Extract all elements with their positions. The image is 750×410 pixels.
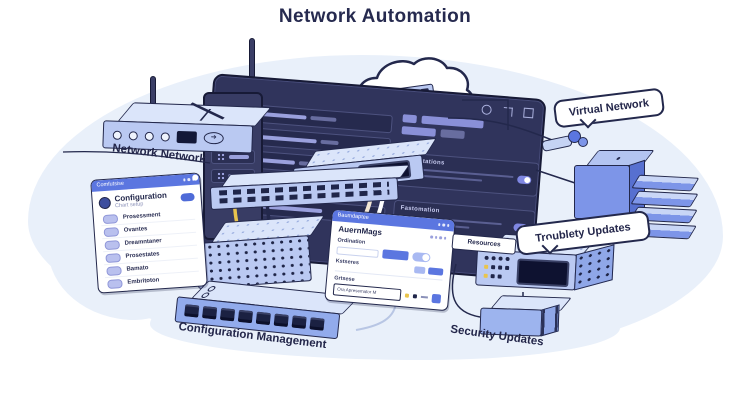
ethernet-port: [184, 304, 200, 318]
card-titlebar-text: Comfutsise: [96, 180, 125, 189]
modal-heading: AuernMags: [338, 224, 383, 238]
wire-security-curve: [451, 263, 481, 318]
status-dot-dark: [412, 294, 418, 299]
appliance-leds-2: [484, 264, 510, 271]
wire-cloud-panel: [462, 99, 509, 130]
wire-cloud-figure: [447, 117, 553, 141]
pill-icon: [105, 252, 121, 263]
wire-panel-tower: [535, 169, 579, 185]
config-item-label: Dreamntaner: [124, 238, 162, 247]
config-toggle[interactable]: [180, 192, 195, 202]
ethernet-port: [255, 311, 271, 326]
security-box-side: [540, 304, 560, 337]
ethernet-port: [309, 317, 325, 331]
modal-button-small[interactable]: [427, 267, 444, 276]
ethernet-port: [291, 315, 307, 329]
titlebar-dots-icon: [437, 223, 450, 227]
page-title: Network Automation: [278, 6, 472, 27]
robot-figure: [541, 128, 590, 152]
slab: [631, 174, 700, 192]
config-item-label: Bamato: [126, 265, 149, 273]
configurations-card: Comfutsise Configuration Chart setup Pro…: [90, 172, 208, 294]
modal-dots-icon: [430, 235, 447, 240]
ethernet-port: [237, 309, 254, 324]
ethernet-port: [202, 306, 218, 320]
ethernet-port: [273, 313, 289, 327]
modal-toggle[interactable]: [412, 251, 431, 263]
appliance-leds-3: [483, 273, 502, 279]
server-cube-front: [574, 165, 630, 219]
pill-icon: [104, 239, 121, 250]
pill-icon: [103, 226, 120, 237]
pill-icon: [106, 265, 122, 276]
modal-button-square[interactable]: [431, 293, 442, 304]
ethernet-port: [219, 307, 236, 322]
modal-button-small[interactable]: [413, 266, 426, 275]
config-item-label: Embritoton: [127, 277, 160, 286]
appliance-front: [475, 249, 577, 291]
field-label: Kstseres: [335, 258, 360, 267]
pill-icon: [107, 278, 123, 289]
avatar: [98, 196, 112, 209]
wire-left: [62, 151, 211, 164]
dash-icon: [421, 296, 429, 299]
appliance-leds: [484, 255, 510, 262]
slab: [630, 190, 699, 208]
pill-icon: [102, 213, 119, 224]
modal-card: Baumdaptee AuernMags Ordination Kstseres…: [324, 208, 456, 312]
status-dot-yellow: [405, 293, 410, 298]
config-item-label: Ovantes: [123, 226, 148, 234]
router-port: [176, 130, 197, 144]
arrow-icon: ➔: [203, 131, 224, 145]
appliance-screen: [516, 258, 570, 288]
config-item-label: Prosestates: [125, 251, 160, 260]
server-cube: [574, 150, 655, 222]
config-item-label: Prosessment: [122, 212, 161, 221]
